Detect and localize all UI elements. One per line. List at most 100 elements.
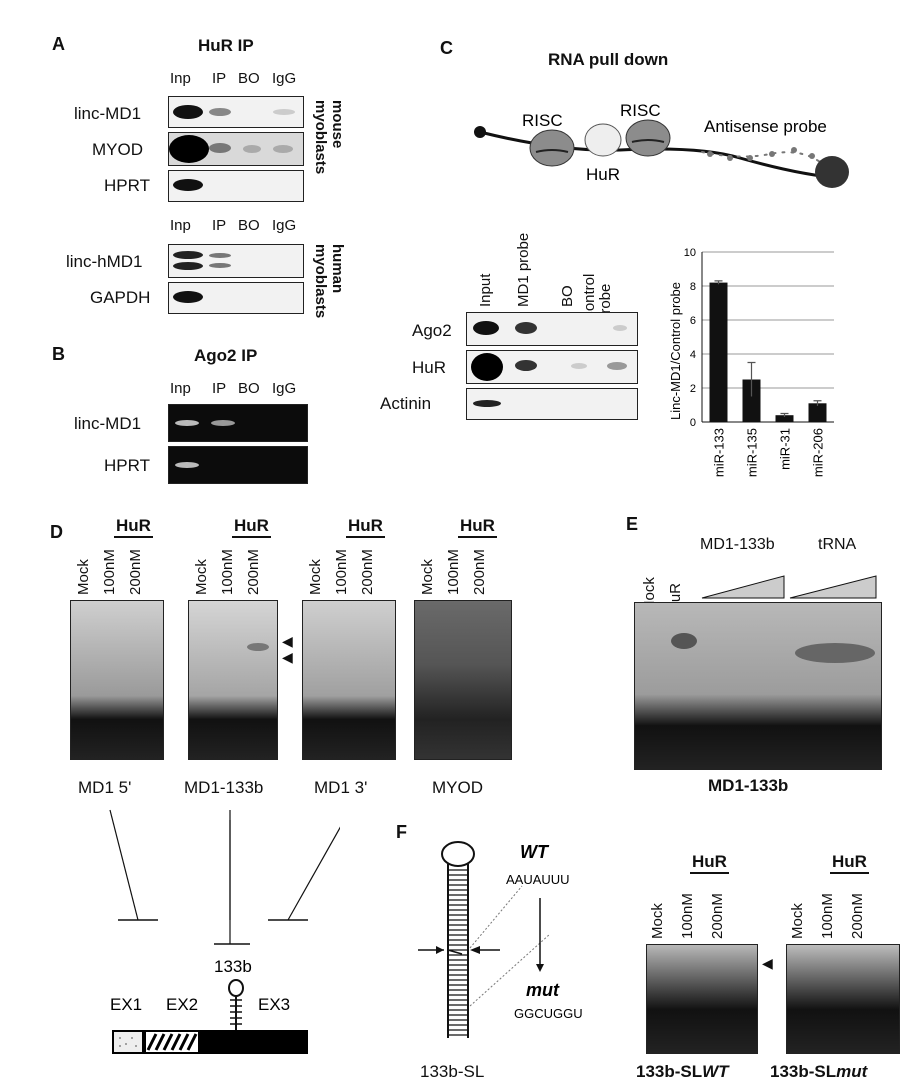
lane-label: Mock: [419, 559, 436, 595]
lane-igg-h: IgG: [272, 217, 297, 234]
blot-gapdh: [168, 282, 304, 314]
row-hprt: HPRT: [104, 176, 150, 195]
lane-label: 100nM: [445, 549, 462, 595]
error-bar: [747, 361, 756, 397]
row-hprt-b: HPRT: [104, 456, 150, 475]
blot-linc-md1: [168, 96, 304, 128]
gel-md1-3prime: [302, 600, 396, 760]
probe-label: Antisense probe: [704, 117, 827, 136]
gene-map: EX1 EX2 EX3 133b: [109, 809, 340, 1054]
blot-myod: [168, 132, 304, 166]
hur-header: HuR: [830, 852, 869, 874]
row-gapdh: GAPDH: [90, 288, 151, 307]
y-tick-label: 4: [690, 349, 696, 361]
lane-label: Mock: [649, 903, 666, 939]
stem-loop-caption: 133b-SL: [420, 1062, 485, 1081]
row-hur: HuR: [412, 358, 447, 377]
lane-bo-h: BO: [238, 217, 260, 234]
hur-header: HuR: [346, 516, 385, 538]
lane-bo-b: BO: [238, 380, 260, 397]
gel-133b-sl-mut: [786, 944, 900, 1054]
risc-label-2: RISC: [620, 101, 661, 120]
lane-igg: IgG: [272, 70, 297, 87]
gel-md1-5prime: [70, 600, 164, 760]
row-linc-md1-b: linc-MD1: [74, 414, 142, 433]
panel-a-title: HuR IP: [198, 36, 254, 55]
bar-miR-31: [775, 415, 794, 422]
row-myod: MYOD: [92, 140, 143, 159]
gel-label-md1-5: MD1 5': [78, 778, 132, 797]
lane-label: Mock: [193, 559, 210, 595]
lane-input: Input: [477, 273, 494, 307]
lane-inp: Inp: [170, 70, 191, 87]
lane-bo-c: BO: [559, 285, 576, 307]
lane-ip-b: IP: [212, 380, 227, 397]
y-tick-label: 0: [690, 417, 696, 429]
hur-label-diagram: HuR: [586, 165, 620, 184]
row-linc-hmd1: linc-hMD1: [66, 252, 143, 271]
lane-inp-h: Inp: [170, 217, 191, 234]
exon2-label: EX2: [166, 995, 198, 1014]
stem-loop-diagram: WT AAUAUUU mut GGCUGGU: [418, 841, 583, 1038]
shift-arrow-2-icon: ◀: [282, 649, 293, 665]
blot-actinin: [466, 388, 638, 420]
side-mouse-myoblasts: mouse myoblasts: [312, 100, 346, 175]
lane-label: 200nM: [359, 549, 376, 595]
lane-bo: BO: [238, 70, 260, 87]
x-tick-label: miR-135: [745, 428, 760, 477]
gel-label-md1-3: MD1 3': [314, 778, 368, 797]
hur-header: HuR: [232, 516, 271, 538]
mir133b-label: 133b: [214, 957, 252, 976]
wt-label: WT: [520, 842, 550, 862]
lane-label: 200nM: [127, 549, 144, 595]
e-competitor-trna: tRNA: [818, 536, 857, 553]
row-linc-md1: linc-MD1: [74, 104, 142, 123]
y-tick-label: 10: [684, 247, 696, 259]
lane-ip-h: IP: [212, 217, 227, 234]
lane-label: 200nM: [471, 549, 488, 595]
blot-ago2: [466, 312, 638, 346]
blot-b-linc-md1: [168, 404, 308, 442]
lane-label: 100nM: [333, 549, 350, 595]
rna-pulldown-diagram: RISC RISC HuR Antisense probe: [474, 101, 849, 188]
gel-md1-133b: [188, 600, 278, 760]
side-human-myoblasts: human myoblasts: [312, 244, 346, 319]
lane-label: Mock: [789, 903, 806, 939]
concentration-wedges: [701, 575, 877, 599]
error-bar: [714, 280, 723, 285]
lane-label: 200nM: [849, 893, 866, 939]
gel-e: [634, 602, 882, 770]
lane-inp-b: Inp: [170, 380, 191, 397]
panel-b-title: Ago2 IP: [194, 346, 258, 365]
bar-miR-133: [709, 282, 728, 422]
lane-label: 200nM: [245, 549, 262, 595]
x-tick-label: miR-133: [712, 428, 727, 477]
panel-c-letter: C: [440, 38, 453, 58]
gel-label-md1-133b: MD1-133b: [184, 778, 264, 797]
lane-label: Mock: [307, 559, 324, 595]
caption-133b-sl-wt: 133b-SLWT: [636, 1062, 729, 1081]
caption-133b-sl-mut: 133b-SLmut: [770, 1062, 868, 1081]
lane-label: 100nM: [679, 893, 696, 939]
bar-miR-206: [808, 403, 827, 422]
error-bar: [780, 412, 789, 417]
mut-sequence: GGCUGGU: [514, 1006, 583, 1021]
lane-label: 200nM: [709, 893, 726, 939]
lane-ip: IP: [212, 70, 227, 87]
e-caption: MD1-133b: [708, 776, 789, 795]
gel-133b-sl-wt: [646, 944, 758, 1054]
exon3-label: EX3: [258, 995, 290, 1014]
panel-c-title: RNA pull down: [548, 50, 669, 69]
panel-d-letter: D: [50, 522, 63, 542]
shift-arrow-1-icon: ◀: [282, 633, 293, 649]
error-bar: [813, 400, 822, 406]
y-tick-label: 8: [690, 281, 696, 293]
lane-label: Mock: [75, 559, 92, 595]
row-ago2: Ago2: [412, 321, 452, 340]
panel-b-letter: B: [52, 344, 65, 364]
y-tick-label: 2: [690, 383, 696, 395]
hur-header: HuR: [458, 516, 497, 538]
hur-header: HuR: [690, 852, 729, 874]
y-tick-label: 6: [690, 315, 696, 327]
